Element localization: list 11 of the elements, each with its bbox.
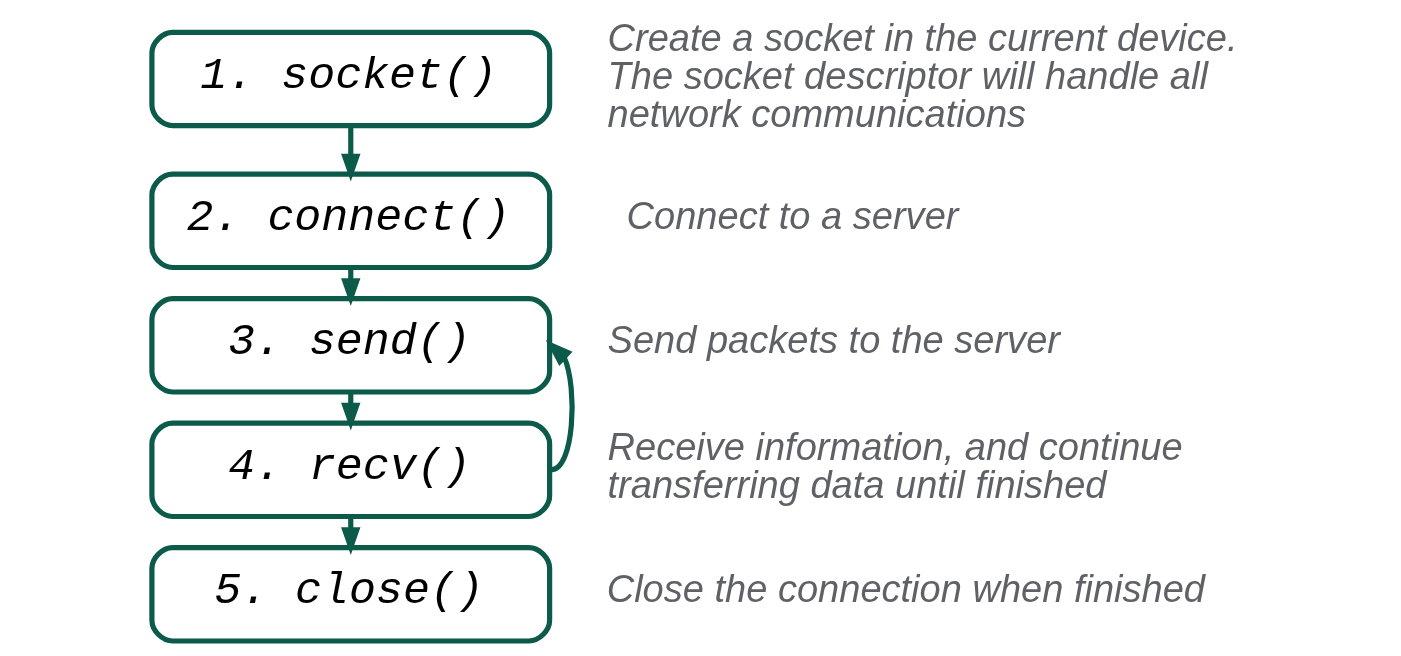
node-box: 3. send() bbox=[149, 296, 553, 395]
node-label: Receive information, and continue transferring data until finished bbox=[607, 426, 1183, 507]
node-label: Create a socket in the current device. The socket descriptor will handle all network communications bbox=[607, 16, 1238, 135]
node-box: 2. connect() bbox=[149, 171, 553, 271]
node-box: 5. close() bbox=[149, 545, 553, 644]
arrow bbox=[341, 126, 361, 182]
node-label: Connect to a server bbox=[626, 194, 959, 237]
node-label: Send packets to the server bbox=[607, 319, 1060, 362]
node-box: 4. recv() bbox=[149, 420, 553, 520]
node-label: Close the connection when finished bbox=[606, 568, 1206, 611]
node-box: 1. socket() bbox=[149, 29, 553, 129]
